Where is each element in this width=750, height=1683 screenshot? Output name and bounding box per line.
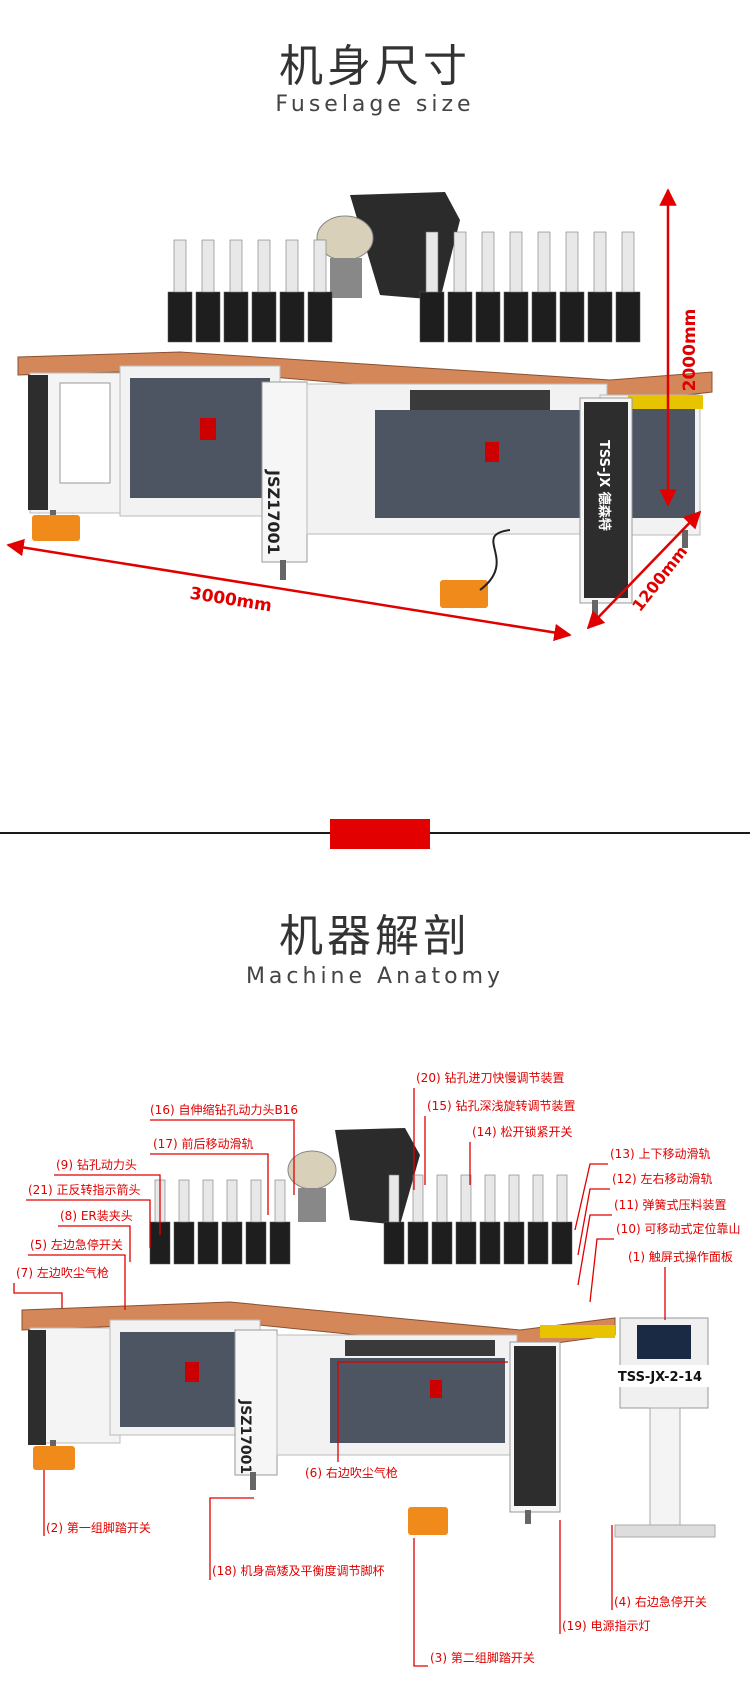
label-19: (19) 电源指示灯 <box>562 1618 650 1633</box>
label-5: (5) 左边急停开关 <box>30 1237 123 1252</box>
anatomy-figure: JSZ17001 TSS-JX-2-14 (20) 钻孔进刀快慢调节装置 (16… <box>13 1070 740 1667</box>
label-10: (10) 可移动式定位靠山 <box>616 1221 740 1236</box>
panel-model-label: TSS-JX-2-14 <box>618 1370 702 1385</box>
anatomy-leader-lines <box>13 1088 666 1667</box>
label-14: (14) 松开锁紧开关 <box>472 1124 572 1139</box>
label-15: (15) 钻孔深浅旋转调节装置 <box>427 1098 575 1113</box>
label-6: (6) 右边吹尘气枪 <box>305 1465 398 1480</box>
machine-code-plate-2: JSZ17001 <box>237 1399 253 1474</box>
label-7: (7) 左边吹尘气枪 <box>16 1265 109 1280</box>
machine-illustration-1 <box>17 192 713 618</box>
label-2: (2) 第一组脚踏开关 <box>46 1520 151 1535</box>
label-17: (17) 前后移动滑轨 <box>153 1136 253 1151</box>
section2-title-en: Machine Anatomy <box>245 964 505 989</box>
label-3: (3) 第二组脚踏开关 <box>430 1650 535 1665</box>
fuselage-figure: JSZ17001 TSS-JX 德森特 2000mm 3000mm 1200mm <box>6 188 713 642</box>
label-4: (4) 右边急停开关 <box>614 1594 707 1609</box>
panel-model-plate <box>610 1365 710 1387</box>
label-20: (20) 钻孔进刀快慢调节装置 <box>416 1070 564 1085</box>
section-divider-block <box>330 819 430 849</box>
label-18: (18) 机身高矮及平衡度调节脚杯 <box>212 1563 384 1578</box>
label-16: (16) 自伸缩钻孔动力头B16 <box>150 1102 298 1117</box>
label-21: (21) 正反转指示箭头 <box>28 1182 140 1197</box>
section1-title-en: Fuselage size <box>275 92 475 117</box>
brand-plate: TSS-JX 德森特 <box>596 440 612 531</box>
label-1: (1) 触屏式操作面板 <box>628 1249 733 1264</box>
anatomy-labels: (20) 钻孔进刀快慢调节装置 (16) 自伸缩钻孔动力头B16 (15) 钻孔… <box>16 1070 740 1665</box>
machine-code-plate: JSZ17001 <box>264 469 283 555</box>
height-dimension-label: 2000mm <box>680 309 700 392</box>
depth-dimension-arrow <box>586 510 702 630</box>
width-dimension-label: 3000mm <box>188 584 273 617</box>
section2-title-cn: 机器解剖 <box>279 911 471 962</box>
label-9: (9) 钻孔动力头 <box>56 1157 137 1172</box>
label-11: (11) 弹簧式压料装置 <box>614 1197 726 1212</box>
label-8: (8) ER装夹头 <box>60 1209 133 1223</box>
label-13: (13) 上下移动滑轨 <box>610 1147 710 1161</box>
label-12: (12) 左右移动滑轨 <box>612 1171 712 1186</box>
section1-title-cn: 机身尺寸 <box>279 41 471 92</box>
width-dimension-arrow <box>6 538 572 642</box>
